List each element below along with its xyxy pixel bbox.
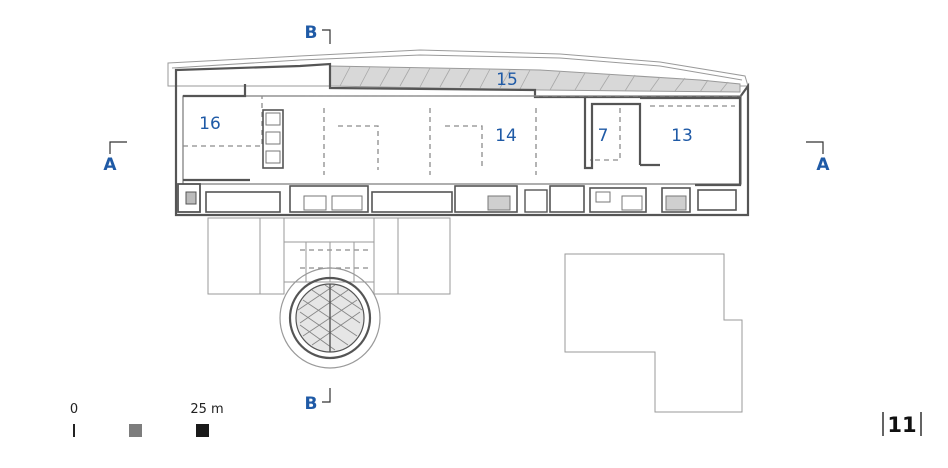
canopy-hatching (339, 66, 729, 93)
building-inner-floor (182, 95, 742, 185)
entrance-structures (207, 217, 451, 295)
scale-bar: 0 25 m (70, 402, 224, 437)
section-letter-b-bottom: B (305, 394, 318, 414)
section-marker-a-left: A (103, 141, 127, 175)
building-outer-wall (174, 62, 750, 217)
room-label-7: 7 (598, 126, 609, 146)
service-rooms (177, 183, 737, 213)
scale-label-zero: 0 (70, 402, 78, 417)
page-number: 11 (887, 413, 916, 437)
scale-swatch-dark (196, 424, 209, 437)
room-label-13: 13 (671, 126, 693, 146)
room-13-walls (640, 96, 742, 187)
room-16-walls (183, 84, 250, 182)
section-letter-a-right: A (816, 155, 830, 175)
section-marker-b-top: B (305, 23, 331, 44)
room-7-dashed (590, 108, 621, 161)
room-label-15: 15 (496, 70, 518, 90)
room-label-16: 16 (199, 114, 221, 134)
section-letter-a-left: A (103, 155, 117, 175)
section-letter-b-top: B (305, 23, 318, 43)
section-marker-a-right: A (806, 141, 830, 175)
adjacent-building-outline (564, 253, 743, 413)
room-label-14: 14 (495, 126, 517, 146)
canopy-hatch-strip (329, 65, 741, 93)
section-marker-b-bottom: B (305, 388, 331, 414)
roof-inner-line (171, 54, 743, 81)
scale-swatch-light (73, 424, 75, 437)
page-number-box: 11 (882, 412, 922, 437)
display-cases (262, 109, 284, 169)
room-16-dashed (183, 96, 263, 147)
scale-label-length: 25 m (190, 402, 223, 417)
room-14-partitions (300, 95, 740, 175)
room-7-walls (583, 98, 642, 170)
rotunda (279, 267, 381, 369)
scale-swatch-medium (129, 424, 142, 437)
